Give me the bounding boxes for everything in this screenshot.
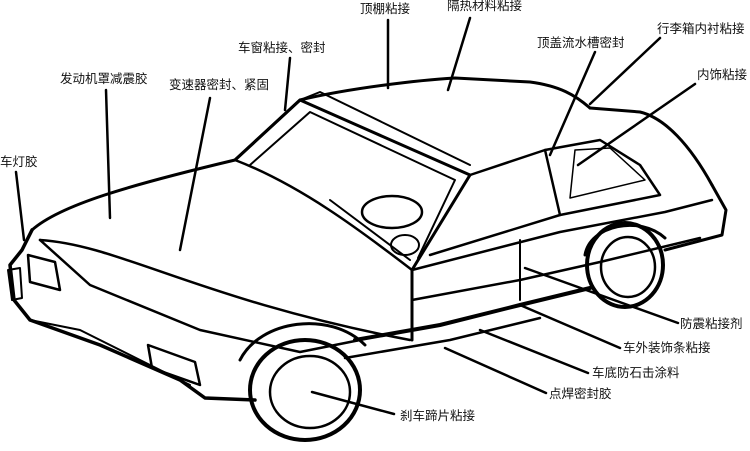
- label-lamp: 车灯胶: [0, 154, 38, 169]
- leader-brake-shoe: [310, 390, 396, 416]
- leader-roof-gutter: [548, 50, 597, 157]
- leader-anti-vibration: [523, 266, 680, 325]
- front-wheel: [238, 322, 367, 442]
- leader-lamp: [14, 170, 26, 242]
- label-underbody: 车底防石击涂料: [592, 365, 680, 380]
- leader-underbody: [478, 328, 590, 375]
- leader-transmission: [178, 96, 212, 252]
- label-interior: 内饰粘接: [697, 67, 748, 82]
- leader-interior: [576, 82, 697, 167]
- label-roof-liner: 顶棚粘接: [360, 1, 411, 16]
- label-spot-weld: 点焊密封胶: [549, 386, 612, 401]
- leader-window-bond: [283, 56, 292, 112]
- label-trunk-liner: 行李箱内衬粘接: [657, 21, 745, 36]
- label-anti-vibration: 防震粘接剂: [680, 316, 743, 331]
- leader-exterior-trim: [518, 303, 622, 350]
- leader-lines: [14, 16, 697, 416]
- label-window-bond: 车窗粘接、密封: [238, 40, 326, 55]
- label-exterior-trim: 车外装饰条粘接: [623, 340, 711, 355]
- leader-spot-weld: [443, 346, 548, 395]
- leader-hood-damping: [104, 88, 112, 220]
- label-roof-gutter: 顶盖流水槽密封: [537, 35, 625, 50]
- leader-insulation: [446, 16, 472, 92]
- label-hood-damping: 发动机罩减震胶: [60, 71, 148, 86]
- rear-wheel: [583, 221, 667, 309]
- label-transmission: 变速器密封、紧固: [169, 77, 270, 92]
- label-insulation: 隔热材料粘接: [447, 0, 523, 13]
- label-brake-shoe: 刹车蹄片粘接: [400, 408, 476, 423]
- car-body: [7, 76, 728, 402]
- leader-trunk-liner: [588, 36, 662, 106]
